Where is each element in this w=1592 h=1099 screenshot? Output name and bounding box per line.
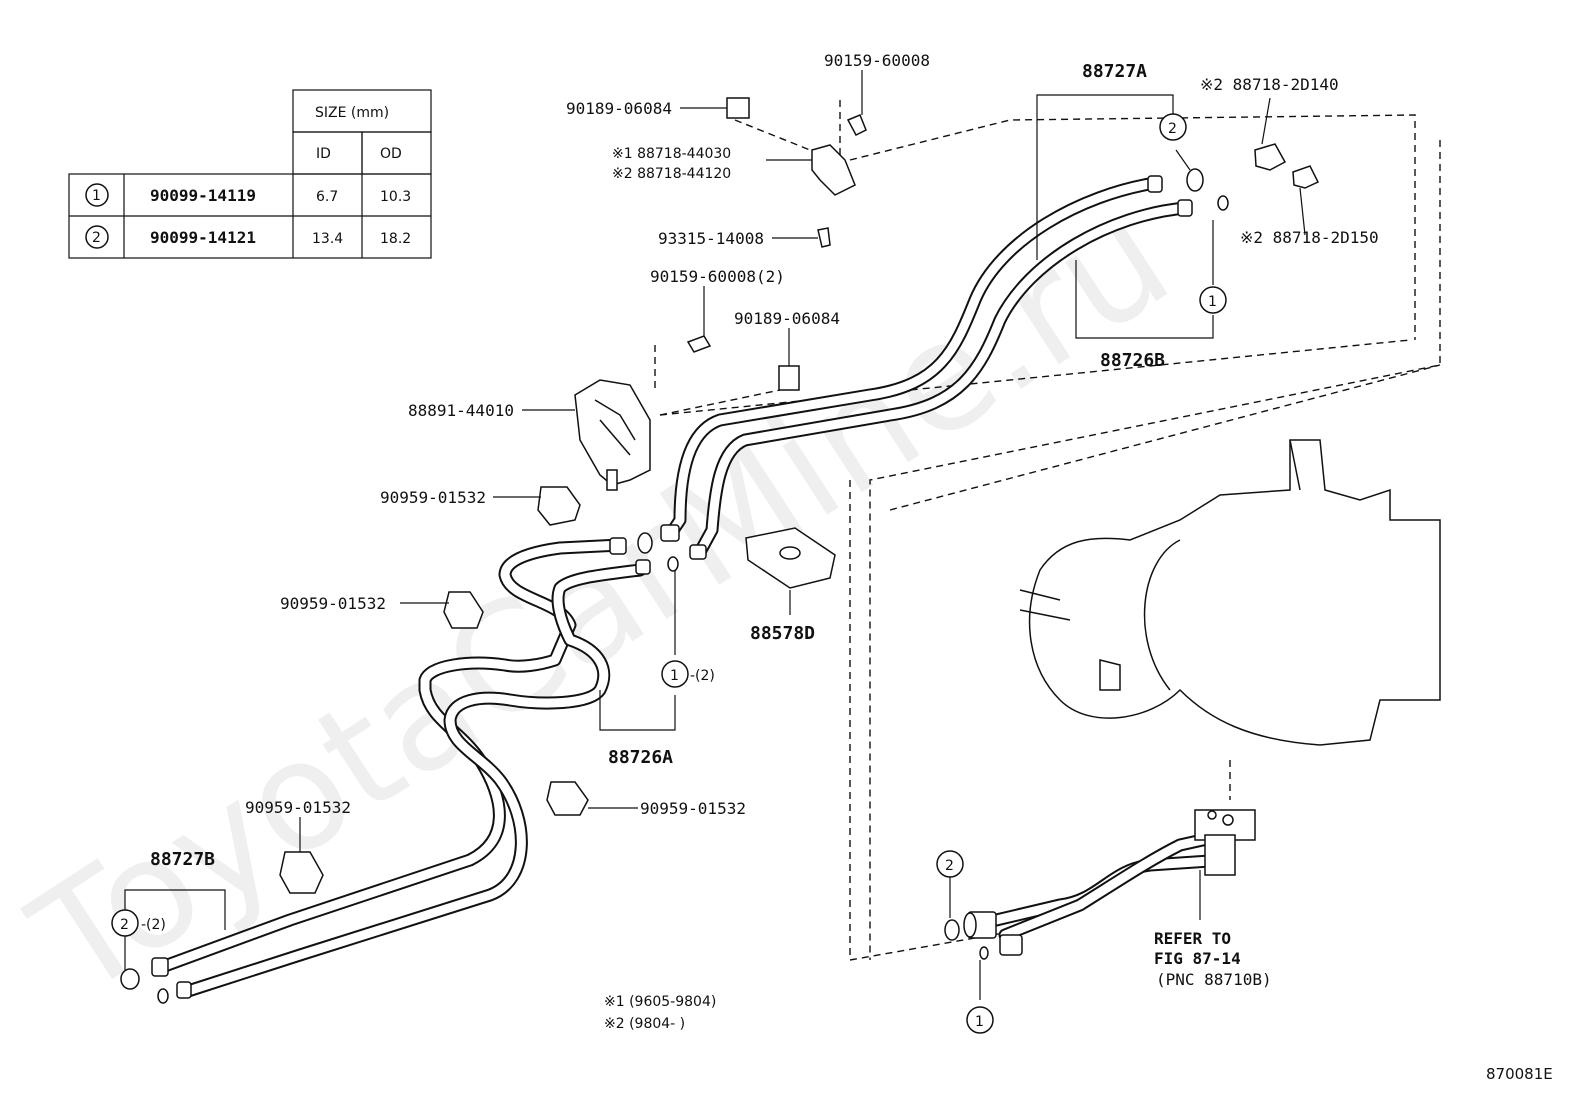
pipe-88727B (155, 538, 627, 974)
label-88726A: 88726A (608, 747, 673, 768)
callouts: 2 1 1 -(2) 2 -(2) 2 1 (111, 113, 1227, 1034)
figure-id: 870081E (1486, 1065, 1553, 1083)
callout-2-top: 2 (1168, 121, 1177, 137)
part-labels: 90159-60008 90189-06084 ※1 88718-44030 ※… (150, 51, 1553, 1083)
size-table: SIZE (mm) ID OD 1 90099-14119 6.7 10.3 2… (68, 89, 432, 259)
row1-od: 10.3 (380, 189, 411, 205)
label-88718-44120: ※2 88718-44120 (612, 166, 731, 182)
row1-ref: 1 (92, 188, 101, 204)
label-90159-60008: 90159-60008 (824, 51, 930, 70)
label-88718-2D150: ※2 88718-2D150 (1240, 228, 1379, 247)
leader-lines (124, 70, 1306, 1000)
pipe-88726B (693, 201, 1192, 559)
pipe-clamp-icons (279, 486, 589, 894)
callout-1-mid: 1 (670, 668, 679, 684)
bracket-88891-icon (574, 379, 651, 491)
label-90159-60008-2: 90159-60008(2) (650, 267, 785, 286)
label-88891-44010: 88891-44010 (408, 401, 514, 420)
label-90959-01532-b: 90959-01532 (280, 594, 386, 613)
callout-circle-1 (85, 183, 109, 207)
pipe-compressor-outlet (963, 809, 1256, 956)
refer-line2: FIG 87-14 (1154, 949, 1241, 968)
row2-od: 18.2 (380, 231, 411, 247)
label-88726B: 88726B (1100, 350, 1165, 371)
compressor-icon (1019, 439, 1441, 746)
cushion-88578D-icon (745, 527, 836, 589)
refer-line3: (PNC 88710B) (1156, 970, 1272, 989)
label-93315-14008: 93315-14008 (658, 229, 764, 248)
label-88718-2D140: ※2 88718-2D140 (1200, 75, 1339, 94)
qty-mid: -(2) (690, 668, 715, 684)
label-88727A: 88727A (1082, 61, 1147, 82)
note-1: ※1 (9605-9804) (604, 994, 716, 1010)
label-90959-01532-d: 90959-01532 (245, 798, 351, 817)
row2-part: 90099-14121 (150, 228, 256, 247)
qty-left: -(2) (141, 917, 166, 933)
label-90189-06084-b: 90189-06084 (734, 309, 840, 328)
bolt-icon (686, 335, 800, 391)
assembly-outlines (654, 100, 1441, 961)
note-2: ※2 (9804- ) (604, 1016, 685, 1032)
callout-2-right: 2 (945, 858, 954, 874)
callout-1-right: 1 (1208, 294, 1217, 310)
col-od: OD (380, 146, 402, 162)
clamp-bracket-icon (726, 97, 867, 248)
row1-id: 6.7 (316, 189, 338, 205)
pipe-88726A (178, 563, 647, 999)
row2-ref: 2 (92, 230, 101, 246)
label-90189-06084-a: 90189-06084 (566, 99, 672, 118)
label-88578D: 88578D (750, 623, 815, 644)
callout-2-left: 2 (120, 917, 129, 933)
pipe-88727A (663, 176, 1162, 542)
refer-line1: REFER TO (1154, 929, 1231, 948)
label-88718-44030: ※1 88718-44030 (612, 146, 731, 162)
row1-part: 90099-14119 (150, 186, 256, 205)
label-88727B: 88727B (150, 849, 215, 870)
row2-id: 13.4 (312, 231, 343, 247)
label-90959-01532-a: 90959-01532 (380, 488, 486, 507)
callout-1-bottom: 1 (975, 1014, 984, 1030)
size-header: SIZE (mm) (315, 105, 389, 121)
label-90959-01532-c: 90959-01532 (640, 799, 746, 818)
col-id: ID (316, 146, 331, 162)
fittings-icons (120, 143, 1320, 1004)
callout-circle-2 (85, 225, 109, 249)
